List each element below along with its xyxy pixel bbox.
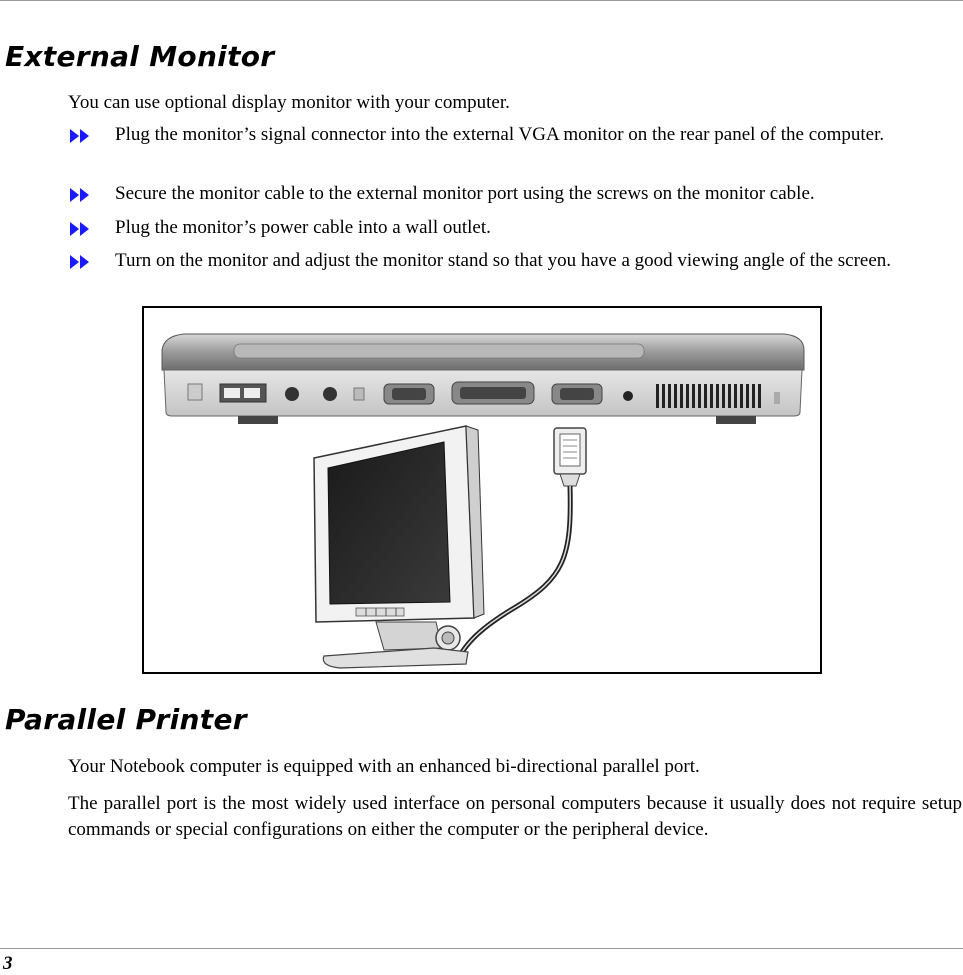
monitor-connection-illustration <box>142 306 822 674</box>
bullet-item: Secure the monitor cable to the external… <box>68 181 958 207</box>
footer-rule <box>0 948 963 949</box>
double-arrow-icon <box>70 188 89 202</box>
intro-paragraph: You can use optional display monitor wit… <box>68 92 510 113</box>
bullet-item: Plug the monitor’s power cable into a wa… <box>68 215 958 241</box>
top-rule <box>0 0 963 1</box>
section-heading-parallel-printer: Parallel Printer <box>5 703 247 736</box>
parallel-port-intro: Your Notebook computer is equipped with … <box>68 756 700 777</box>
bullet-text: Plug the monitor’s signal connector into… <box>115 124 885 145</box>
bullet-item: Turn on the monitor and adjust the monit… <box>68 248 958 274</box>
notebook-and-monitor-drawing <box>161 333 805 669</box>
page-number: 3 <box>3 953 13 974</box>
double-arrow-icon <box>70 255 89 269</box>
bullet-text: Secure the monitor cable to the external… <box>115 183 815 204</box>
double-arrow-icon <box>70 129 89 143</box>
double-arrow-icon <box>70 222 89 236</box>
bullet-text: Turn on the monitor and adjust the monit… <box>115 250 892 271</box>
bullet-item: Plug the monitor’s signal connector into… <box>68 122 958 148</box>
parallel-port-description: The parallel port is the most widely use… <box>68 793 962 840</box>
section-heading-external-monitor: External Monitor <box>5 40 275 73</box>
bullet-text: Plug the monitor’s power cable into a wa… <box>115 217 491 238</box>
